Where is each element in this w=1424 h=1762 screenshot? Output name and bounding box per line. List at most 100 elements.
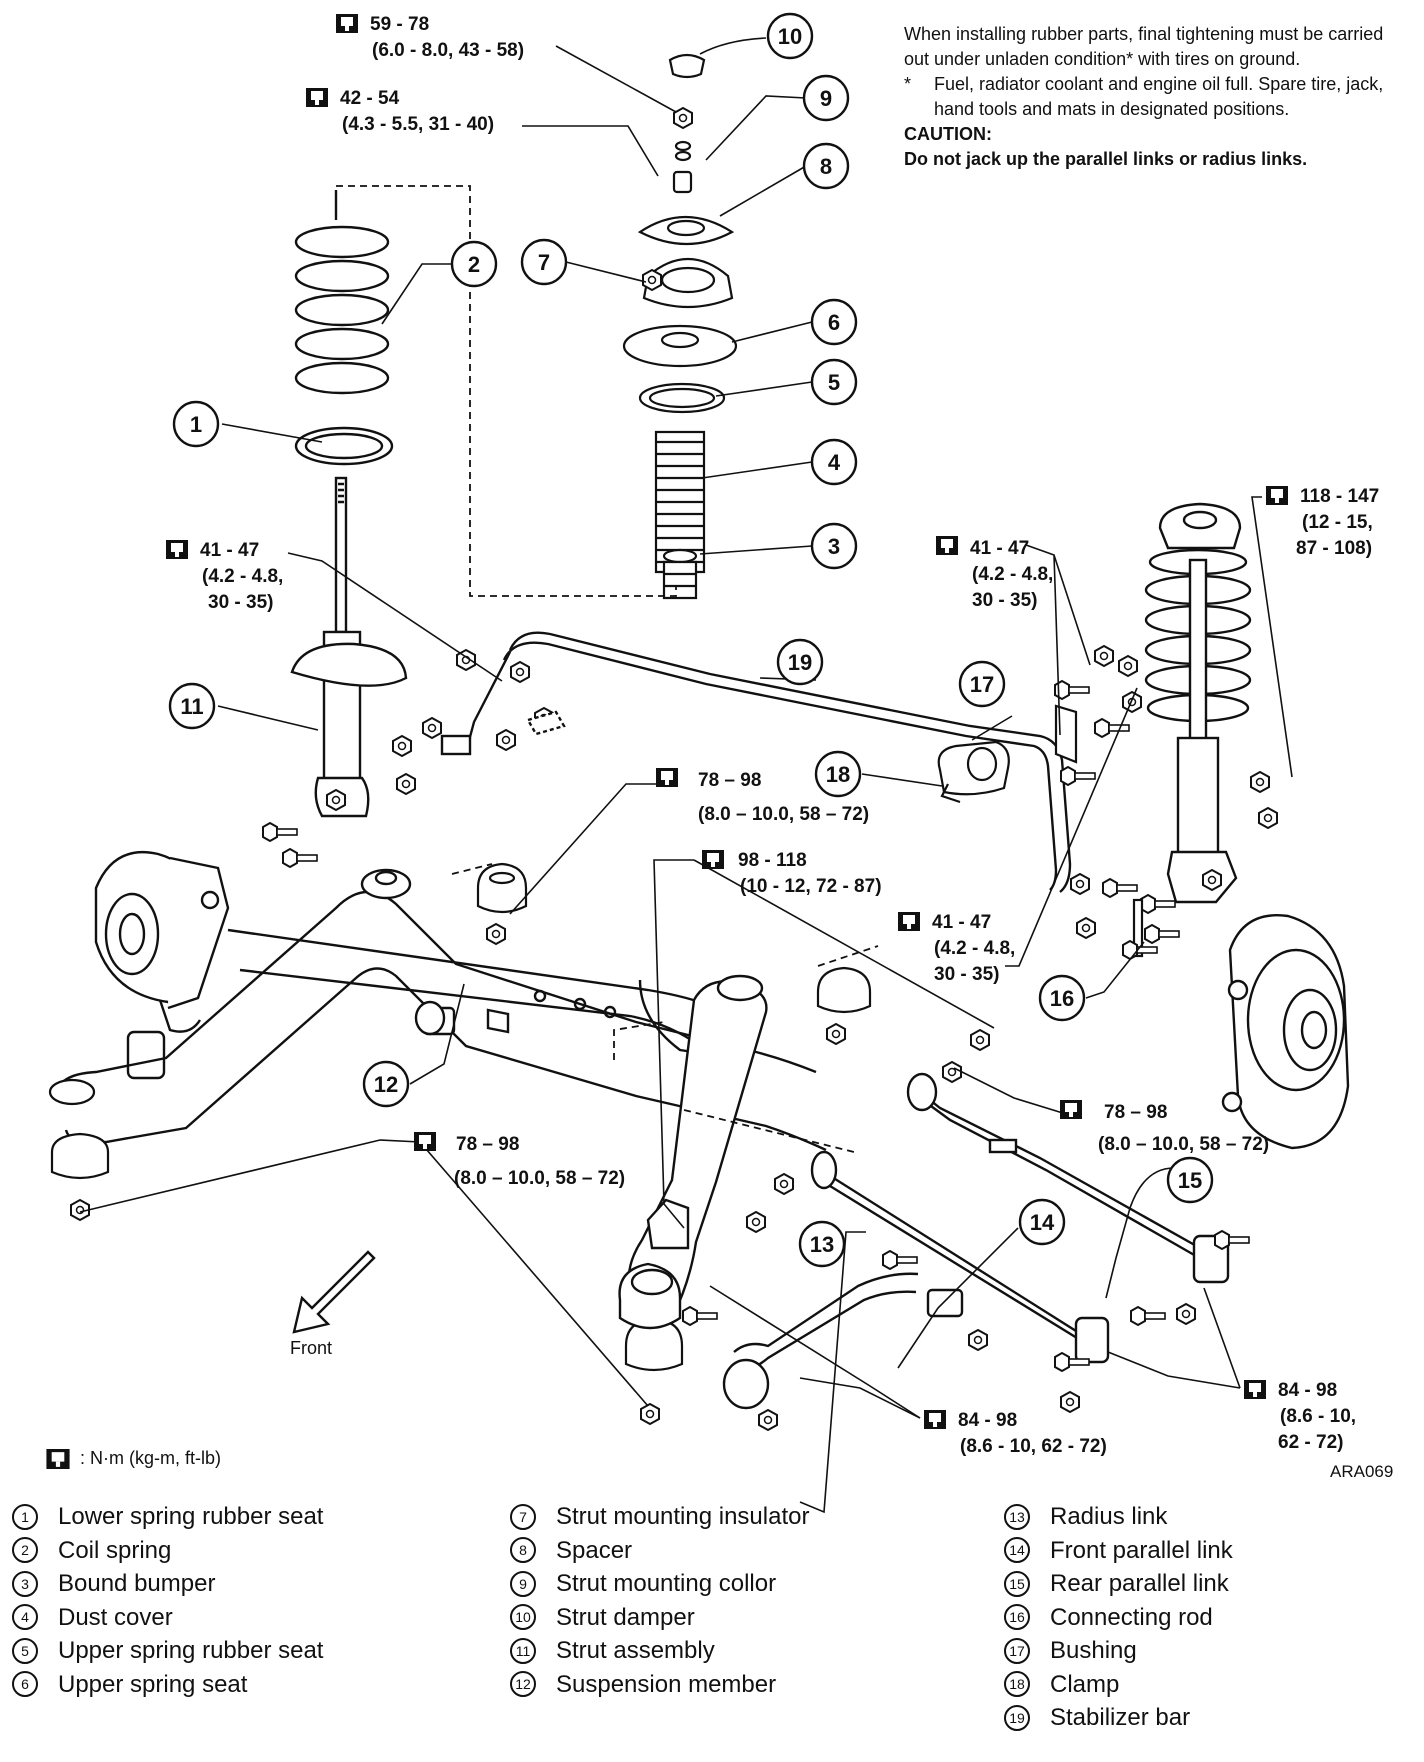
part-name: Stabilizer bar <box>1050 1704 1191 1731</box>
callout-3: 3 <box>810 522 858 570</box>
callout-7: 7 <box>520 238 568 286</box>
svg-text:(4.2 - 4.8,: (4.2 - 4.8, <box>202 566 283 587</box>
callout-19: 19 <box>776 638 824 686</box>
list-item: 4 Dust cover <box>12 1601 323 1635</box>
part-name: Clamp <box>1050 1670 1120 1698</box>
svg-text:16: 16 <box>1050 986 1074 1011</box>
part-number: 6 <box>12 1671 38 1698</box>
callout-4: 4 <box>810 438 858 486</box>
callout-13: 13 <box>798 1220 846 1268</box>
part-name: Strut mounting insulator <box>556 1503 810 1530</box>
svg-text:41 - 47: 41 - 47 <box>932 912 991 933</box>
part-number: 2 <box>12 1537 38 1564</box>
callout-2: 2 <box>450 240 498 288</box>
svg-text:98 - 118: 98 - 118 <box>738 850 807 871</box>
svg-text:87 - 108): 87 - 108) <box>1296 538 1372 559</box>
callout-17: 17 <box>958 660 1006 708</box>
svg-text:(4.2 - 4.8,: (4.2 - 4.8, <box>934 938 1015 959</box>
svg-text:78 – 98: 78 – 98 <box>1104 1102 1167 1123</box>
svg-text:42 - 54: 42 - 54 <box>340 88 400 109</box>
part-number: 5 <box>12 1637 38 1664</box>
part-number: 9 <box>510 1570 536 1597</box>
svg-text:(10 - 12, 72 - 87): (10 - 12, 72 - 87) <box>740 876 882 897</box>
callout-1: 1 <box>172 400 220 448</box>
part-name: Strut mounting collor <box>556 1570 777 1597</box>
callout-circles: 10 9 8 7 2 6 5 4 3 1 11 19 17 18 16 12 1… <box>168 12 1214 1268</box>
svg-text:1: 1 <box>190 412 202 437</box>
part-name: Dust cover <box>58 1603 173 1631</box>
callout-12: 12 <box>362 1060 410 1108</box>
part-number: 7 <box>510 1503 536 1530</box>
part-name: Bushing <box>1050 1637 1137 1664</box>
torque-42-54: 42 - 54 (4.3 - 5.5, 31 - 40) <box>306 88 494 135</box>
callout-16: 16 <box>1038 974 1086 1022</box>
part-number: 1 <box>12 1503 38 1530</box>
svg-text:30 - 35): 30 - 35) <box>934 964 999 985</box>
note-line-2-text: Fuel, radiator coolant and engine oil fu… <box>934 74 1384 119</box>
svg-text:30 - 35): 30 - 35) <box>208 592 273 613</box>
torque-118-147: 118 - 147 (12 - 15, 87 - 108) <box>1266 486 1379 559</box>
callout-9: 9 <box>802 74 850 122</box>
svg-text:(8.6 - 10,: (8.6 - 10, <box>1280 1406 1356 1427</box>
callout-14: 14 <box>1018 1198 1066 1246</box>
part-name: Radius link <box>1050 1503 1168 1530</box>
torque-labels: 59 - 78 (6.0 - 8.0, 43 - 58) 42 - 54 (4.… <box>166 14 1379 1457</box>
part-number: 13 <box>1004 1503 1030 1530</box>
front-arrow <box>292 1250 376 1334</box>
torque-41-47-lower: 41 - 47 (4.2 - 4.8, 30 - 35) <box>898 912 1015 985</box>
svg-text:8: 8 <box>820 154 832 179</box>
part-name: Spacer <box>556 1536 633 1564</box>
torque-84-98-lower: 84 - 98 (8.6 - 10, 62 - 72) <box>924 1410 1107 1457</box>
svg-text:(6.0 - 8.0, 43 - 58): (6.0 - 8.0, 43 - 58) <box>372 40 524 61</box>
svg-text:12: 12 <box>374 1072 398 1097</box>
part-number: 3 <box>12 1570 38 1597</box>
list-item: 12 Suspension member <box>510 1668 809 1702</box>
spring-to-strut-guide <box>336 185 677 597</box>
svg-text:9: 9 <box>820 86 832 111</box>
leader-lines <box>79 37 1293 1514</box>
left-strut-assembly <box>261 476 417 869</box>
svg-text:3: 3 <box>828 534 840 559</box>
torque-41-47-right: 41 - 47 (4.2 - 4.8, 30 - 35) <box>936 536 1053 611</box>
part-number: 10 <box>510 1604 536 1631</box>
left-coil-spring <box>294 190 394 466</box>
caution-title: CAUTION: <box>904 124 992 144</box>
installation-note: When installing rubber parts, final tigh… <box>904 22 1404 172</box>
part-number: 17 <box>1004 1637 1030 1664</box>
torque-78-98-center: 78 – 98 (8.0 – 10.0, 58 – 72) <box>656 768 869 825</box>
torque-84-98-right: 84 - 98 (8.6 - 10, 62 - 72) <box>1244 1380 1356 1453</box>
member-guide-c <box>451 863 879 967</box>
svg-text:(8.0 – 10.0, 58 – 72): (8.0 – 10.0, 58 – 72) <box>454 1168 625 1189</box>
front-label: Front <box>290 1338 333 1358</box>
part-number: 4 <box>12 1604 38 1631</box>
callout-5: 5 <box>810 358 858 406</box>
part-name: Coil spring <box>58 1536 172 1564</box>
svg-text:17: 17 <box>970 672 994 697</box>
list-item: 10 Strut damper <box>510 1601 809 1635</box>
member-guide-a <box>613 1021 665 1060</box>
stabilizer-bushing-clamp <box>937 644 1143 804</box>
svg-text:(8.0 – 10.0, 58 – 72): (8.0 – 10.0, 58 – 72) <box>1098 1134 1269 1155</box>
part-name: Upper spring rubber seat <box>58 1637 324 1664</box>
part-name: Front parallel link <box>1050 1536 1233 1564</box>
part-name: Upper spring seat <box>58 1670 248 1698</box>
part-name: Suspension member <box>556 1670 777 1698</box>
torque-59-78: 59 - 78 (6.0 - 8.0, 43 - 58) <box>336 14 524 61</box>
part-number: 12 <box>510 1671 536 1698</box>
torque-98-118: 98 - 118 (10 - 12, 72 - 87) <box>702 850 882 897</box>
svg-text:14: 14 <box>1030 1210 1055 1235</box>
svg-text:41 - 47: 41 - 47 <box>200 540 259 561</box>
svg-text:(4.2 - 4.8,: (4.2 - 4.8, <box>972 564 1053 585</box>
svg-text:10: 10 <box>778 24 802 49</box>
part-name: Rear parallel link <box>1050 1570 1229 1597</box>
part-name: Strut damper <box>556 1603 695 1631</box>
